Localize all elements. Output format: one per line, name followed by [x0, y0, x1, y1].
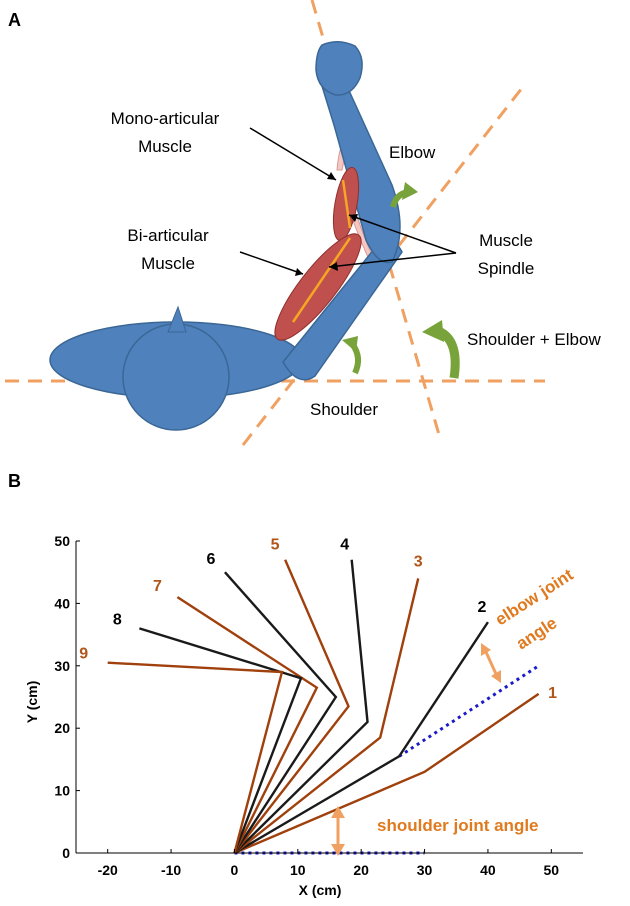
- spindle-pointer-1-head: [349, 214, 358, 222]
- bi-label-line1: Bi-articular: [127, 226, 209, 245]
- y-tick-label: 20: [54, 720, 70, 736]
- shoulder-elbow-label: Shoulder + Elbow: [467, 330, 601, 349]
- y-tick-label: 30: [54, 658, 70, 674]
- hand: [315, 41, 363, 96]
- x-tick-label: 30: [417, 862, 433, 878]
- spindle-pointer-2-head: [329, 262, 338, 271]
- mono-muscle-spindle: [341, 179, 352, 229]
- mono-label-line2: Muscle: [138, 137, 192, 156]
- panel-a-letter: A: [8, 10, 21, 30]
- nose: [167, 305, 187, 333]
- panel-b-letter: B: [8, 471, 21, 491]
- shoulder-angle-arrow: [331, 806, 345, 856]
- elbow-rotation-arrow-head: [402, 182, 418, 200]
- spindle-label-line2: Spindle: [478, 259, 535, 278]
- series-line-5: [233, 559, 350, 854]
- panel-a: A: [5, 0, 601, 446]
- mono-pointer-head: [327, 172, 336, 180]
- x-tick-label: -20: [98, 862, 118, 878]
- series-labels: 1 2 3 4 5 6 7 8 9: [79, 537, 557, 702]
- series-line-2: [233, 621, 489, 855]
- ticks: -20 -10 0 10 20 30 40 50 0 10 20 30 40 50: [54, 533, 559, 878]
- y-axis-label: Y (cm): [24, 681, 40, 724]
- series-label-6: 6: [206, 551, 215, 568]
- series-line-9: [107, 661, 284, 854]
- x-tick-label: 10: [290, 862, 306, 878]
- trajectory-plot: 1 2 3 4 5 6 7 8 9 -20 -10 0 10 20 30 40 50 0 10 20 30 40 50: [54, 533, 583, 878]
- shoulder-angle-label: shoulder joint angle: [377, 816, 539, 835]
- x-tick-label: 20: [353, 862, 369, 878]
- bi-pointer: [239, 251, 304, 275]
- series-label-1: 1: [548, 685, 557, 702]
- series-label-3: 3: [414, 553, 423, 570]
- elbow-angle-arrow: [481, 643, 501, 683]
- axes: [75, 541, 583, 854]
- y-tick-label: 0: [62, 845, 70, 861]
- bi-muscle-spindle: [291, 237, 352, 323]
- y-tick-label: 10: [54, 783, 70, 799]
- series-label-2: 2: [477, 599, 486, 616]
- series-line-7: [176, 596, 319, 854]
- head: [122, 323, 230, 431]
- bi-pointer-head: [295, 268, 303, 276]
- elbow-angle-label-line1: elbow joint: [492, 565, 577, 629]
- shoulder-rotation-arrow-head: [342, 336, 358, 352]
- y-tick-label: 50: [54, 533, 70, 549]
- x-tick-label: 40: [480, 862, 496, 878]
- series-label-5: 5: [271, 537, 280, 554]
- series-line-3: [233, 578, 420, 854]
- series-line-8: [139, 627, 303, 854]
- bi-label-line2: Muscle: [141, 254, 195, 273]
- series-label-9: 9: [79, 646, 88, 663]
- y-tick-label: 40: [54, 595, 70, 611]
- series-line-6: [224, 571, 338, 854]
- series-lines: [107, 559, 540, 855]
- series-line-1: [233, 692, 540, 855]
- spindle-label-line1: Muscle: [479, 231, 533, 250]
- series-label-8: 8: [113, 611, 122, 628]
- shoulder-label: Shoulder: [310, 400, 378, 419]
- shoulder-elbow-rotation-arrow-head: [422, 320, 444, 342]
- spindle-pointer-1: [348, 214, 457, 254]
- x-axis-label: X (cm): [299, 882, 342, 898]
- x-tick-label: 0: [231, 862, 239, 878]
- mono-label-line1: Mono-articular: [111, 109, 220, 128]
- spindle-pointer-2: [328, 252, 457, 268]
- x-tick-label: 50: [544, 862, 560, 878]
- mono-pointer: [249, 127, 337, 181]
- series-label-4: 4: [340, 537, 349, 554]
- elbow-label: Elbow: [389, 143, 436, 162]
- series-label-7: 7: [153, 578, 162, 595]
- upper-arm-axis-line: [241, 87, 524, 446]
- panel-b: B 1 2 3 4 5 6 7 8 9 -20 -10 0 10 20 30 40 50 0 10 20 30 40 50…: [8, 471, 583, 898]
- series-line-4: [233, 559, 369, 854]
- x-tick-label: -10: [161, 862, 181, 878]
- elbow-angle-label-line2: angle: [513, 613, 561, 653]
